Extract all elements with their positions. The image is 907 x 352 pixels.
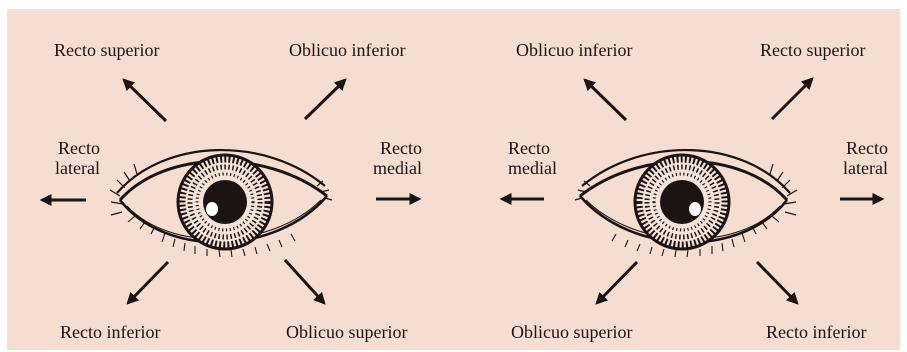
right-eye-label-down-right: Recto inferior [766, 322, 867, 342]
left-eye-label-side-right: Recto medial [360, 138, 422, 178]
diagram-canvas [7, 9, 900, 350]
right-eye-label-side-right-line2: lateral [843, 158, 888, 178]
arrow-right-up-left [583, 78, 628, 122]
left-eye-label-side-right-line1: Recto [380, 138, 422, 158]
left-eye-label-side-right-line2: medial [373, 158, 422, 178]
arrow-left-up-left [122, 78, 168, 123]
left-eye-label-side-left: Recto lateral [40, 138, 100, 178]
right-eye-illustration [575, 150, 797, 257]
arrow-right-up-right [770, 77, 814, 121]
right-eye-label-side-left-line2: medial [508, 158, 557, 178]
left-eye-label-side-left-line1: Recto [58, 138, 100, 158]
arrow-left-down-right [283, 258, 326, 305]
arrow-right-down-left [595, 260, 639, 305]
arrow-right-down-right [755, 260, 799, 305]
right-eye-label-down-left: Oblicuo superior [511, 322, 633, 342]
arrow-left-up-right [303, 78, 347, 121]
right-eye-label-side-left-line1: Recto [508, 138, 550, 158]
left-eye-label-up-left: Recto superior [54, 40, 160, 60]
right-eye-label-up-left: Oblicuo inferior [516, 40, 633, 60]
left-eye-label-down-left: Recto inferior [60, 322, 161, 342]
right-eye-label-side-right-line1: Recto [846, 138, 888, 158]
right-eye-label-up-right: Recto superior [760, 40, 866, 60]
left-eye-label-up-right: Oblicuo inferior [289, 40, 406, 60]
left-eye-label-down-right: Oblicuo superior [286, 322, 408, 342]
left-eye-label-side-left-line2: lateral [55, 158, 100, 178]
right-eye-label-side-right: Recto lateral [824, 138, 888, 178]
arrow-left-down-left [126, 260, 170, 305]
right-eye-label-side-left: Recto medial [508, 138, 570, 178]
left-eye-illustration [110, 150, 332, 257]
